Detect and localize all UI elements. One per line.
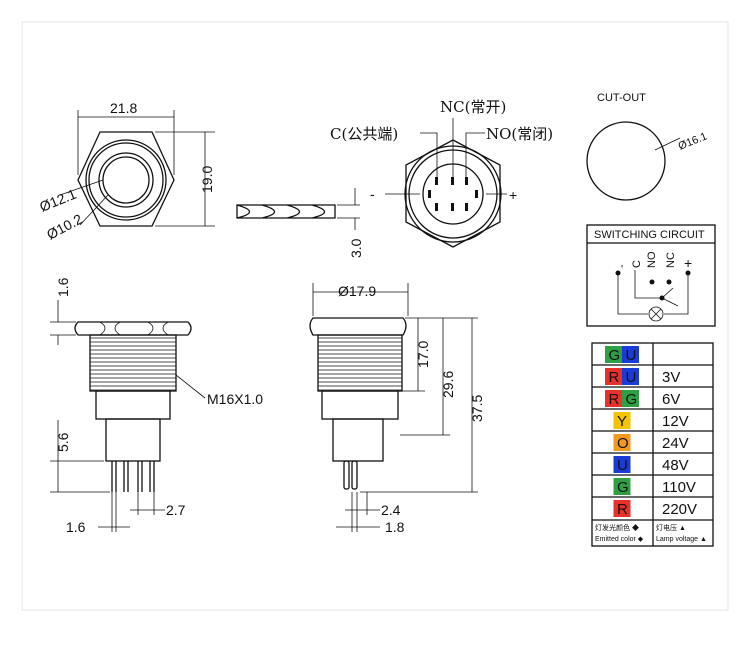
voltage-value: 24V bbox=[662, 435, 689, 452]
color-letter: R bbox=[609, 369, 620, 386]
front-view: 21.8 19.0 Ø12.1 Ø10.2 bbox=[37, 100, 215, 243]
circuit-nc: NC bbox=[665, 252, 677, 268]
body-length-dim: 29.6 bbox=[440, 371, 456, 398]
color-swatch bbox=[613, 434, 631, 451]
dia-dim: Ø17.9 bbox=[338, 283, 376, 299]
color-letter: U bbox=[626, 369, 637, 386]
rear-minus: - bbox=[370, 186, 375, 202]
cutout: CUT-OUT Ø16.1 bbox=[586, 92, 709, 201]
width-dim: 21.8 bbox=[110, 100, 137, 116]
legend-color-en: Emitted color ◆ bbox=[595, 536, 644, 543]
color-letter: G bbox=[609, 347, 621, 364]
legend-color-cn: 灯发光颜色 ◆ bbox=[595, 523, 639, 532]
circuit-minus: - bbox=[616, 264, 628, 268]
legend-volt-cn: 灯电压 ▲ bbox=[656, 523, 686, 532]
nc-label: NC(常开) bbox=[440, 98, 506, 116]
circuit-title: SWITCHING CIRCUIT bbox=[594, 229, 705, 241]
common-label: C(公共端) bbox=[330, 125, 398, 143]
total-length-dim: 37.5 bbox=[469, 395, 485, 422]
frame bbox=[21, 21, 729, 611]
pin-pitch-dim: 2.7 bbox=[166, 502, 186, 518]
pin-width-dim: 1.8 bbox=[385, 519, 405, 535]
voltage-value: 220V bbox=[662, 501, 697, 518]
inner-dia-dim: Ø10.2 bbox=[44, 211, 85, 243]
circuit-no: NO bbox=[646, 251, 658, 268]
color-letter: R bbox=[609, 391, 620, 408]
color-swatch bbox=[613, 478, 631, 495]
legend-volt-en: Lamp voltage ▲ bbox=[656, 536, 707, 543]
pin-width-dim: 1.6 bbox=[66, 519, 86, 535]
voltage-value: 110V bbox=[662, 479, 696, 496]
color-swatch bbox=[613, 500, 631, 517]
height-dim: 19.0 bbox=[199, 166, 215, 193]
color-swatch bbox=[605, 346, 622, 363]
rear-view: - + C(公共端) NC(常开) NO(常闭) bbox=[330, 98, 553, 248]
circuit-plus: + bbox=[684, 255, 692, 271]
switching-circuit: SWITCHING CIRCUIT - C NO NC + bbox=[586, 224, 716, 327]
outer-dia-dim: Ø12.1 bbox=[37, 186, 79, 215]
washer-view: 3.0 bbox=[236, 188, 364, 258]
color-swatch bbox=[613, 456, 631, 473]
color-swatch bbox=[622, 368, 639, 385]
voltage-value: 6V bbox=[662, 391, 680, 408]
side-view-left: 1.6 5.6 M16X1.0 2.7 1.6 bbox=[50, 277, 263, 535]
color-letter: Y bbox=[617, 413, 627, 430]
color-letter: U bbox=[617, 457, 628, 474]
side-view-right: Ø17.9 17.0 29.6 37.5 2.4 1.8 bbox=[309, 283, 485, 535]
color-swatch bbox=[622, 346, 639, 363]
color-letter: R bbox=[617, 501, 628, 518]
rear-plus: + bbox=[509, 187, 517, 203]
color-swatch bbox=[622, 390, 639, 407]
voltage-value: 48V bbox=[662, 457, 689, 474]
thread-label: M16X1.0 bbox=[207, 391, 263, 407]
cutout-title: CUT-OUT bbox=[597, 92, 646, 104]
color-letter: O bbox=[617, 435, 629, 452]
cutout-dia: Ø16.1 bbox=[677, 130, 709, 152]
no-label: NO(常闭) bbox=[486, 125, 553, 143]
thread-length-dim: 17.0 bbox=[415, 341, 431, 368]
color-letter: U bbox=[626, 347, 637, 364]
pin-length-dim: 5.6 bbox=[55, 432, 71, 452]
washer-thickness-dim: 3.0 bbox=[348, 238, 364, 258]
color-swatch bbox=[605, 368, 622, 385]
voltage-value: 3V bbox=[662, 369, 680, 386]
pin-pitch-dim: 2.4 bbox=[381, 502, 401, 518]
color-swatch bbox=[613, 412, 631, 429]
color-letter: G bbox=[626, 391, 638, 408]
color-letter: G bbox=[617, 479, 629, 496]
circuit-c: C bbox=[631, 260, 643, 268]
head-dim: 1.6 bbox=[55, 277, 71, 297]
color-swatch bbox=[605, 390, 622, 407]
voltage-value: 12V bbox=[662, 413, 689, 430]
